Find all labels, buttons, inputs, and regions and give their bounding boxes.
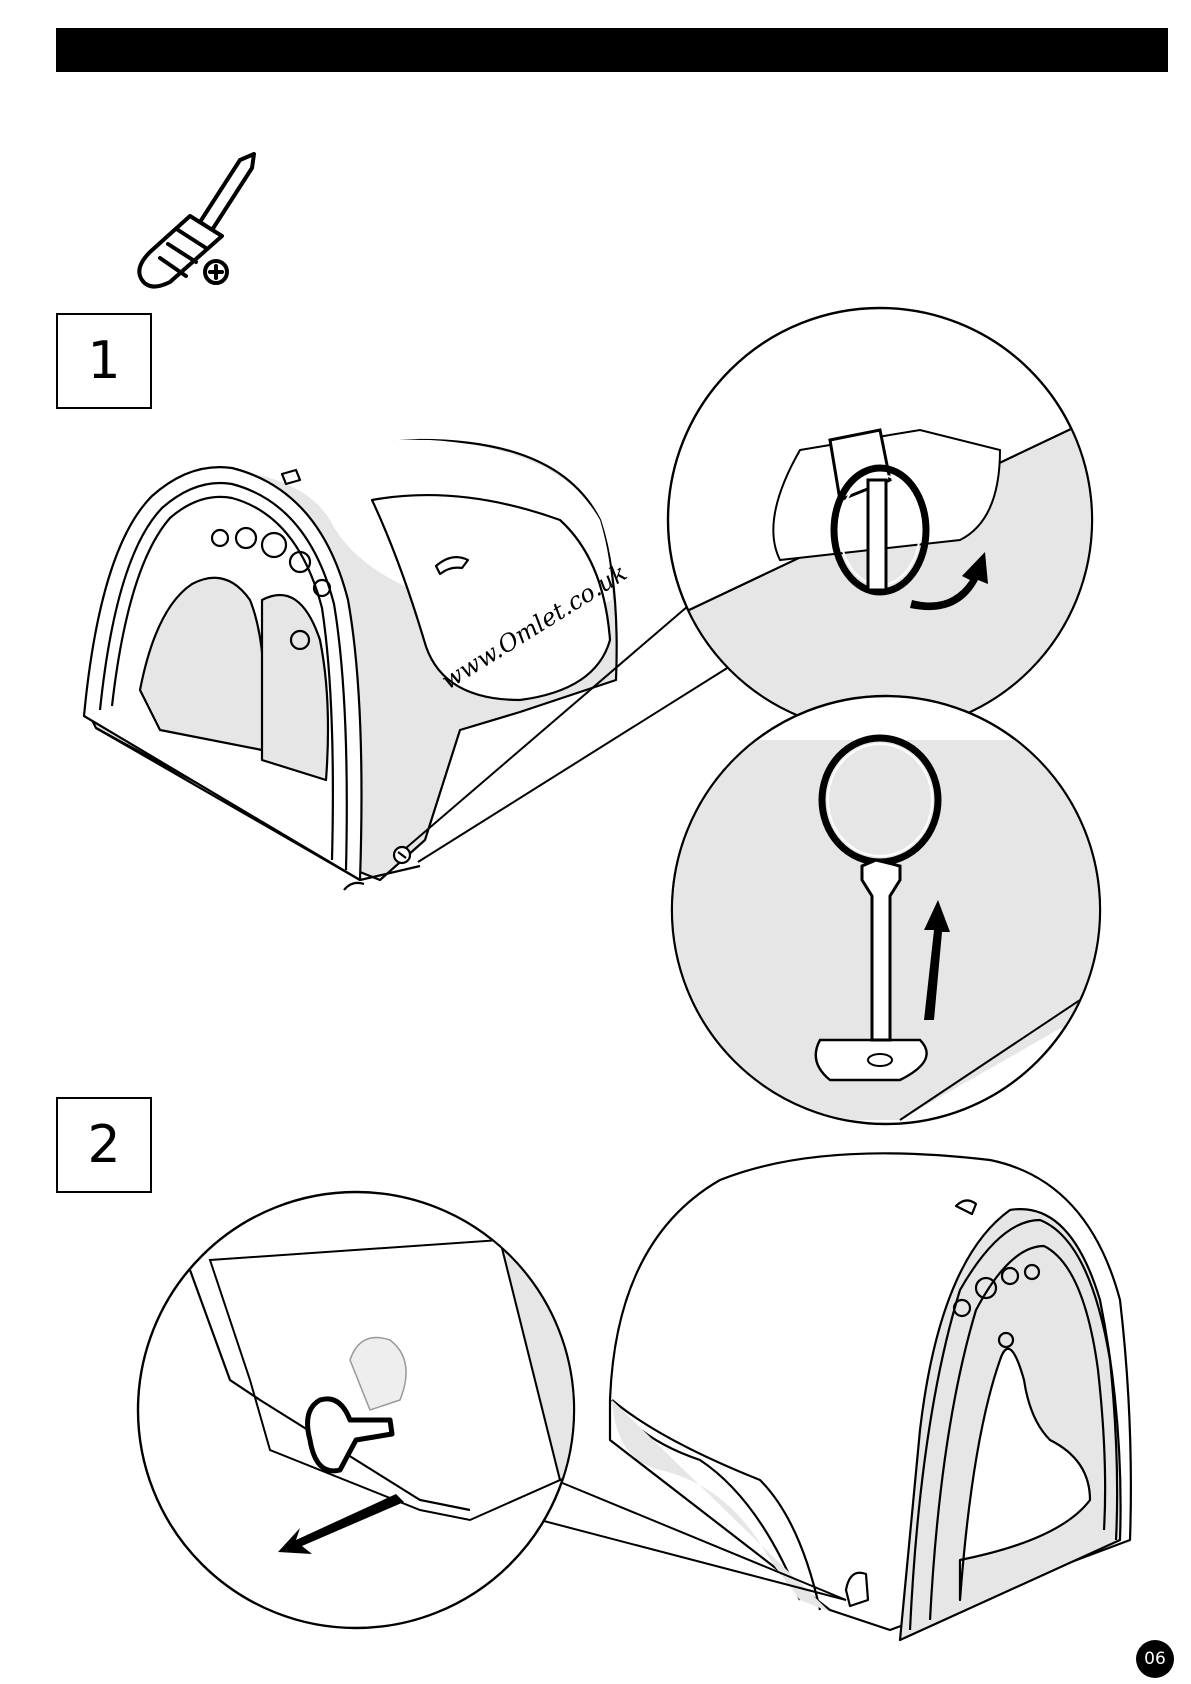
page-number-badge: 06 — [1136, 1640, 1174, 1678]
detail-pin-pull-up — [660, 696, 1110, 1124]
detail-pin-rotate — [668, 308, 1100, 740]
detail-clip-pull-out — [138, 1192, 620, 1628]
hutch-step2 — [610, 1153, 1131, 1640]
hutch-step1 — [84, 440, 617, 890]
phillips-screwdriver-icon — [139, 154, 254, 287]
